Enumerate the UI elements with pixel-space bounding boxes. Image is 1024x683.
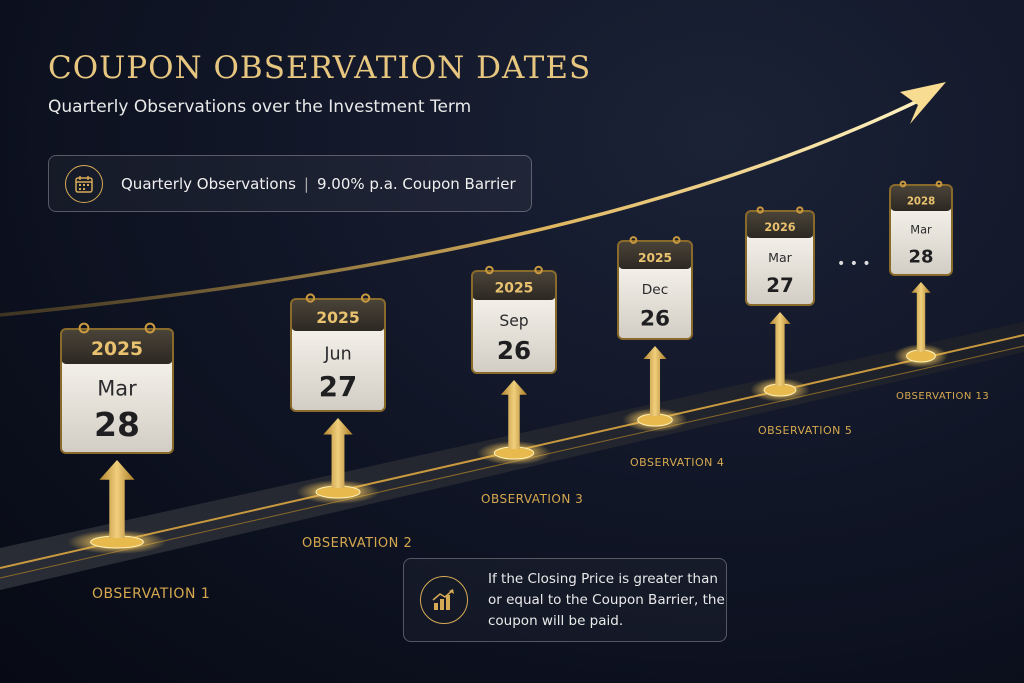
- calendar-header: [891, 186, 951, 211]
- calendar-header: [62, 330, 172, 364]
- calendar-month: Jun: [323, 344, 351, 364]
- calendar-month: Mar: [97, 377, 137, 401]
- calendar-header: [619, 242, 691, 269]
- calendar-ring-icon: [796, 206, 804, 214]
- info-separator: |: [303, 174, 309, 193]
- page-title: Coupon Observation Dates: [48, 50, 592, 86]
- calendar-ring-icon: [534, 265, 543, 275]
- calendar-ring-icon: [78, 322, 90, 334]
- page-subtitle: Quarterly Observations over the Investme…: [48, 97, 472, 117]
- calendar-ring-icon: [305, 293, 316, 303]
- calendar-month: Dec: [642, 282, 668, 298]
- coupon-barrier: 9.00% p.a. Coupon Barrier: [316, 174, 516, 193]
- calendar-header: [747, 212, 813, 238]
- calendar-day: 27: [319, 370, 357, 403]
- up-arrow-icon: [643, 346, 667, 416]
- calendar-icon: [65, 164, 103, 203]
- observation-label: OBSERVATION 13: [896, 391, 989, 402]
- calendar-page: [62, 360, 172, 452]
- calendar-page: [891, 207, 951, 274]
- up-arrow-icon: [500, 380, 528, 449]
- calendar-page: [747, 234, 813, 304]
- observation-label: OBSERVATION 5: [758, 424, 852, 437]
- calendar-header: [292, 300, 384, 331]
- calendar-page: [619, 265, 691, 338]
- calendar-ring-icon: [144, 322, 156, 334]
- calendar-year: 2025: [638, 251, 672, 265]
- calendar-year: 2026: [764, 221, 795, 234]
- calendar-page: [473, 296, 555, 372]
- up-arrow-icon: [323, 418, 353, 488]
- calendar-header: [473, 272, 555, 300]
- growth-chart-icon: [420, 576, 468, 624]
- calendar-year: 2025: [316, 308, 360, 327]
- growth-curve: [0, 98, 921, 317]
- calendar-ring-icon: [672, 236, 681, 244]
- more-observations-ellipsis: • • •: [837, 256, 871, 272]
- observation-label: OBSERVATION 3: [481, 492, 583, 506]
- coupon-condition-note: If the Closing Price is greater than or …: [403, 558, 727, 642]
- up-arrow-icon: [99, 460, 135, 538]
- calendar-ring-icon: [485, 265, 494, 275]
- up-arrow-icon: [911, 282, 931, 352]
- calendar-day: 26: [640, 307, 670, 332]
- calendar-year: 2025: [495, 281, 534, 297]
- calendar-year: 2025: [91, 339, 143, 360]
- observation-label: OBSERVATION 1: [92, 586, 210, 602]
- calendar-day: 26: [497, 336, 531, 365]
- growth-curve-arrowhead: [900, 82, 946, 124]
- up-arrow-icon: [769, 312, 791, 386]
- calendar-ring-icon: [756, 206, 764, 214]
- coupon-condition-text: If the Closing Price is greater than or …: [488, 570, 725, 629]
- calendar-day: 28: [94, 405, 140, 444]
- calendar-ring-icon: [360, 293, 371, 303]
- calendar-month: Mar: [910, 223, 932, 237]
- observation-info-box: Quarterly Observations | 9.00% p.a. Coupon…: [48, 155, 532, 212]
- calendar-ring-icon: [899, 180, 907, 188]
- calendar-page: [292, 327, 384, 410]
- calendar-ring-icon: [629, 236, 638, 244]
- calendar-year: 2028: [907, 197, 935, 208]
- calendar-day: 28: [908, 247, 933, 268]
- calendar-month: Mar: [768, 250, 792, 265]
- calendar-day: 27: [766, 274, 794, 297]
- observation-frequency: Quarterly Observations: [121, 174, 296, 193]
- calendar-ring-icon: [935, 180, 943, 188]
- observation-label: OBSERVATION 4: [630, 456, 724, 469]
- calendar-month: Sep: [499, 312, 528, 330]
- observation-label: OBSERVATION 2: [302, 536, 412, 551]
